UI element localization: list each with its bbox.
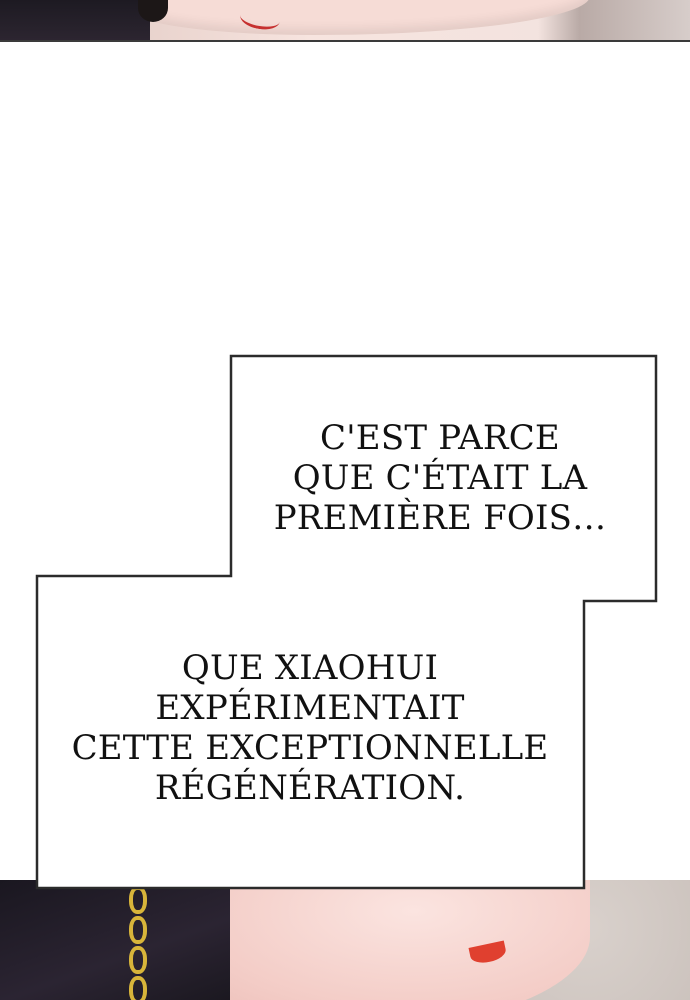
character-hair <box>0 0 150 40</box>
caption-line: QUE C'ÉTAIT LA <box>292 458 588 498</box>
caption-line: EXPÉRIMENTAIT <box>155 688 465 728</box>
bottom-illustration-panel <box>0 880 690 1000</box>
caption-line: CETTE EXCEPTIONNELLE <box>71 728 549 768</box>
caption-line: C'EST PARCE <box>320 418 560 458</box>
narration-text-first: C'EST PARCE QUE C'ÉTAIT LA PREMIÈRE FOIS… <box>270 418 610 538</box>
character-hair <box>0 880 230 1000</box>
narration-text-second: QUE XIAOHUI EXPÉRIMENTAIT CETTE EXCEPTIO… <box>60 648 560 808</box>
narration-box-outline <box>35 354 658 890</box>
caption-line: PREMIÈRE FOIS… <box>273 498 607 538</box>
character-eye <box>138 0 168 22</box>
caption-line: QUE XIAOHUI <box>181 648 439 688</box>
top-illustration-panel <box>0 0 690 42</box>
caption-line: RÉGÉNÉRATION. <box>154 768 466 808</box>
